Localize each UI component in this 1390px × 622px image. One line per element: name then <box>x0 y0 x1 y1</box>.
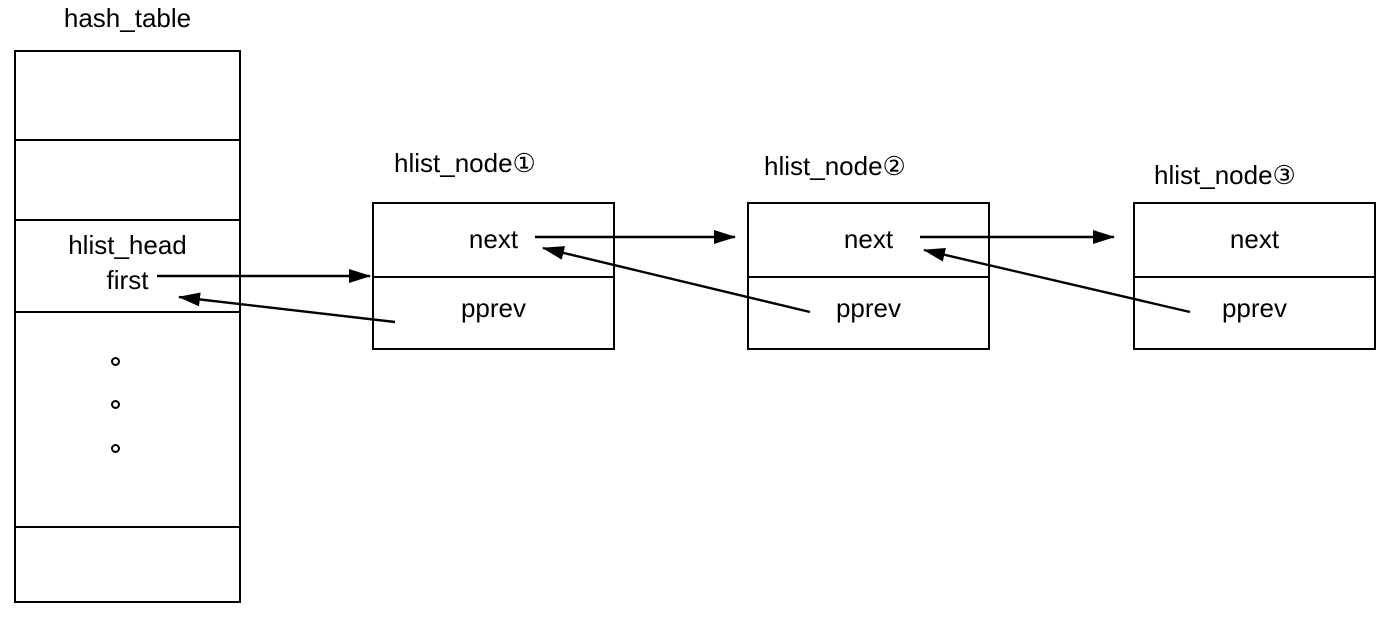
node-3-box: next pprev <box>1133 202 1376 350</box>
node-1-next-cell: next <box>374 204 613 278</box>
bucket-struct-label: hlist_head <box>68 230 187 260</box>
table-row-divider-4 <box>16 525 239 528</box>
node-3-next-cell: next <box>1135 204 1374 278</box>
node-1-box: next pprev <box>372 202 615 350</box>
hash-table-box <box>14 50 241 603</box>
node-2-next-cell: next <box>749 204 988 278</box>
node-3-pprev-cell: pprev <box>1221 293 1288 324</box>
node-2-title: hlist_node② <box>764 151 906 181</box>
table-row-divider-3 <box>16 310 239 313</box>
table-row-divider-1 <box>16 138 239 141</box>
hash-table-title: hash_table <box>63 3 192 33</box>
ellipsis-dot-1 <box>111 357 120 366</box>
node-2-pprev-cell: pprev <box>835 293 902 324</box>
bucket-field-label: first <box>106 265 149 295</box>
table-row-divider-2 <box>16 218 239 221</box>
ellipsis-dot-3 <box>111 444 120 453</box>
node-2-box: next pprev <box>747 202 990 350</box>
node-1-title: hlist_node① <box>394 148 536 178</box>
node-1-pprev-cell: pprev <box>460 293 527 324</box>
ellipsis-dot-2 <box>111 400 120 409</box>
bucket-cell-label: hlist_head first <box>14 228 241 298</box>
node-3-title: hlist_node③ <box>1154 160 1296 190</box>
